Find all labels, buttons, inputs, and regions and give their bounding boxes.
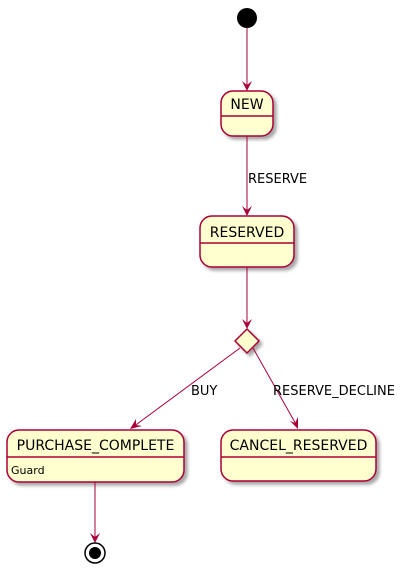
transition-reserve-decline-label: RESERVE_DECLINE bbox=[273, 384, 395, 399]
edge-reserved-to-choice bbox=[242, 267, 252, 329]
initial-state bbox=[237, 8, 257, 28]
transition-buy-label: BUY bbox=[191, 384, 217, 399]
edge-choice-to-cancel-reserved bbox=[252, 347, 298, 429]
final-state bbox=[84, 542, 106, 564]
choice-node bbox=[233, 327, 261, 355]
state-new bbox=[220, 90, 274, 137]
state-new-label: NEW bbox=[230, 97, 263, 113]
edge-choice-to-purchase-complete bbox=[130, 347, 241, 429]
transition-reserve-label: RESERVE bbox=[248, 172, 307, 187]
state-purchase-complete-label: PURCHASE_COMPLETE bbox=[17, 438, 175, 454]
state-cancel-reserved-label: CANCEL_RESERVED bbox=[230, 438, 368, 454]
state-cancel-reserved bbox=[220, 429, 377, 482]
edge-initial-to-new bbox=[242, 28, 252, 91]
state-reserved-label: RESERVED bbox=[210, 225, 284, 241]
edge-new-to-reserved bbox=[242, 136, 252, 216]
state-reserved bbox=[199, 215, 295, 268]
state-purchase-complete-guard: Guard bbox=[11, 464, 45, 477]
edge-purchase-complete-to-final bbox=[90, 482, 100, 543]
